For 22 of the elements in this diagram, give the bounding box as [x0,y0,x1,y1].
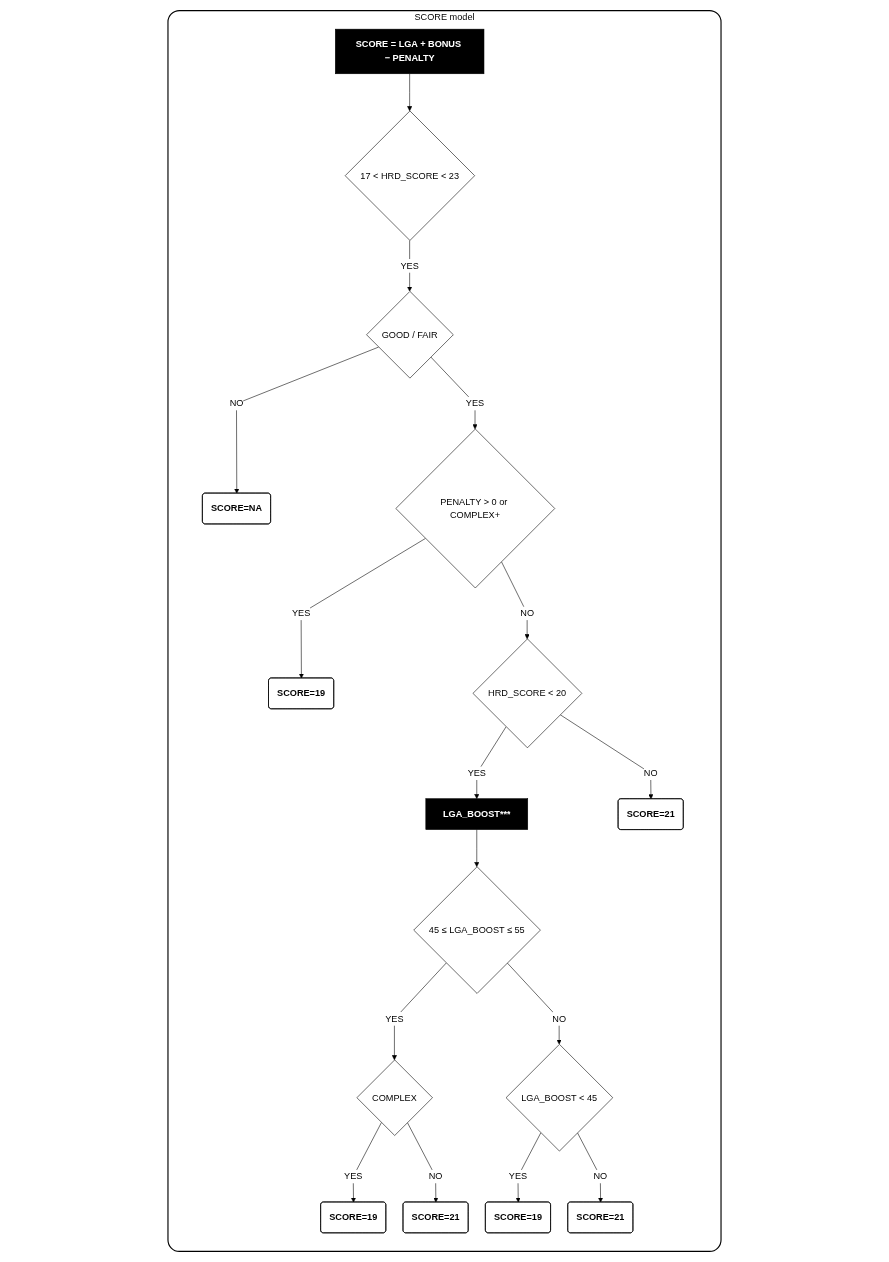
edge-label: YES [344,1171,363,1182]
edge-label: NO [552,1013,567,1024]
node-diamond: GOOD / FAIR [366,291,454,379]
edge-label: NO [229,398,244,409]
node-diamond: HRD_SCORE < 20 [472,638,583,749]
edge-label: YES [467,768,486,778]
edge-label: NO [520,608,534,619]
edge-label: NO [593,1171,608,1182]
edge-label: YES [291,608,311,619]
edge-label: NO [643,768,658,778]
node-box: SCORE = LGA + BONUS − PENALTY [335,28,485,75]
node-diamond: PENALTY > 0 or COMPLEX+ [395,428,556,589]
edge-label: YES [508,1171,528,1182]
node-diamond: 17 < HRD_SCORE < 23 [344,110,475,241]
node-diamond: LGA_BOOST < 45 [505,1044,614,1152]
edge-label: YES [465,398,485,409]
edge-label: YES [385,1013,404,1024]
node-box: LGA_BOOST*** [425,798,529,830]
node-diamond: COMPLEX [356,1059,433,1136]
edge-label: NO [428,1171,443,1182]
node-diamond: 45 ≤ LGA_BOOST ≤ 55 [413,866,541,994]
edge-label: YES [400,260,419,271]
